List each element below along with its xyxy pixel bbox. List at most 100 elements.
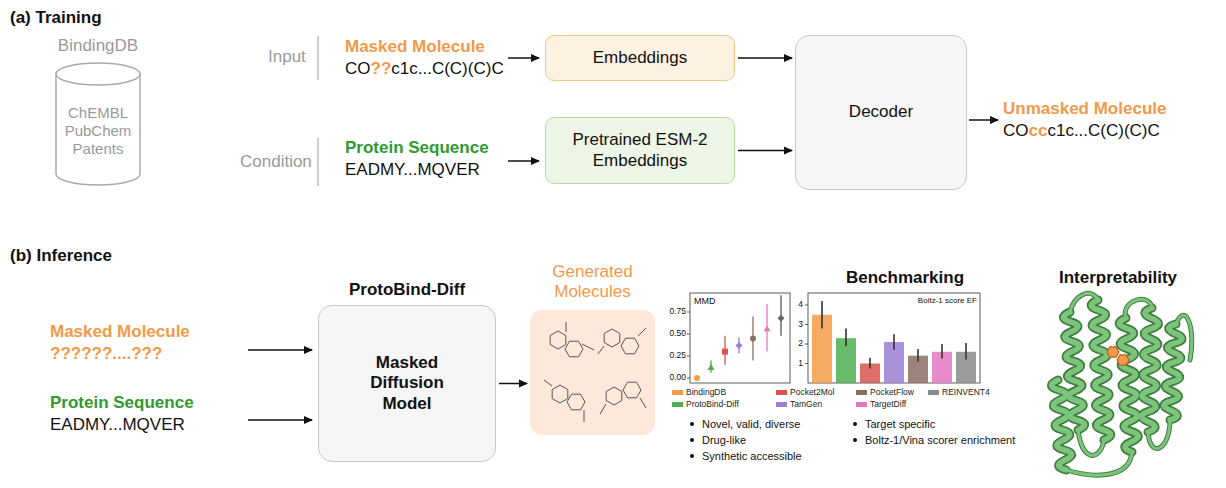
molecule-bond: [582, 344, 594, 350]
legend-item: TargetDiff: [856, 399, 906, 409]
drawing-part: [917, 349, 919, 362]
protein-loop: [1148, 420, 1170, 449]
molecule-bond: [566, 322, 567, 332]
drawing-part: [687, 312, 690, 378]
drawing-part: [687, 378, 690, 379]
smiles-part: c1c...C(C)(C)C: [1047, 121, 1159, 140]
legend-swatch: [856, 402, 867, 407]
legend-swatch: [776, 402, 787, 407]
mmd-chart: [687, 293, 790, 383]
protein-helix: [1119, 318, 1138, 452]
ligand: [1107, 347, 1119, 357]
legend-item: PocketFlow: [856, 387, 914, 397]
label: EADMY...MQVER: [345, 160, 480, 180]
bullet-text: Boltz-1/Vina scorer enrichment: [865, 434, 1015, 446]
protein-illustration: [1051, 293, 1191, 475]
node-label: Masked Diffusion Model: [347, 353, 467, 414]
drawing-part: [750, 335, 756, 341]
label: 2: [798, 339, 803, 349]
drawing-part: [736, 342, 743, 349]
smiles-part: c1c...C(C)(C)C: [391, 59, 503, 78]
legend-text: REINVENT4: [942, 387, 990, 397]
bullet-dot: [690, 454, 694, 458]
protein-loop: [1066, 452, 1132, 475]
drawing-part: [708, 364, 715, 370]
node-heading: ProtoBind-Diff: [349, 280, 465, 300]
smiles-part: CO: [1003, 121, 1029, 140]
molecule-ring: [604, 329, 620, 347]
label: Benchmarking: [846, 268, 964, 288]
legend-text: PocketFlow: [870, 387, 914, 397]
node-label: Pretrained ESM-2 Embeddings: [555, 130, 725, 171]
protein-helix: [1051, 380, 1071, 470]
legend-swatch: [672, 390, 683, 395]
smiles-part: ??: [371, 59, 392, 78]
legend-swatch: [672, 402, 683, 407]
protein-loop: [1078, 430, 1104, 455]
label: Masked Molecule: [345, 37, 485, 57]
label: 0.75: [669, 307, 686, 317]
label: (a) Training: [10, 8, 102, 28]
node-label: ChEMBL PubChem Patents: [63, 104, 133, 158]
drawing-part: [687, 334, 690, 335]
label: Interpretability: [1059, 268, 1177, 288]
drawing-part: [687, 312, 690, 313]
drawing-part: [805, 344, 808, 345]
ligand: [1117, 355, 1129, 365]
label: Protein Sequence: [345, 138, 489, 158]
bullet-item: Drug-like: [690, 434, 746, 446]
molecule-ring: [565, 341, 583, 357]
bullet-text: Synthetic accessible: [702, 450, 802, 462]
smiles-string: CO??c1c...C(C)(C)C: [345, 59, 504, 79]
protein-loop: [1066, 452, 1132, 475]
drawing-part: [941, 344, 943, 359]
legend-item: TamGen: [776, 399, 822, 409]
legend-text: TamGen: [790, 399, 822, 409]
protein-helix: [1051, 380, 1071, 470]
drawing-part: [805, 305, 808, 364]
divider-bar: [317, 138, 319, 186]
drawing-part: [805, 305, 808, 306]
node-label: Embeddings: [593, 48, 688, 68]
label: 0.00: [669, 373, 686, 383]
protein-loop: [1078, 430, 1104, 455]
legend-swatch: [856, 390, 867, 395]
protein-helix: [1164, 324, 1182, 420]
drawing-part: [822, 301, 966, 368]
process-box: ProtoBind-DiffMasked Diffusion Model: [318, 305, 496, 462]
cylinder-body: [56, 74, 140, 185]
bullet-dot: [853, 422, 857, 426]
drawing-part: [778, 315, 785, 322]
bullet-dot: [690, 438, 694, 442]
node-label: Decoder: [849, 102, 913, 122]
drawing-part: [690, 293, 790, 383]
drawing-part: [694, 375, 700, 381]
process-box: Pretrained ESM-2 Embeddings: [545, 117, 735, 184]
molecule-bond: [584, 410, 585, 422]
database-cylinder: BindingDBChEMBL PubChem Patents: [55, 62, 141, 186]
bullet-item: Boltz-1/Vina scorer enrichment: [853, 434, 1015, 446]
bullet-item: Novel, valid, diverse: [690, 418, 800, 430]
protein-loop: [1125, 299, 1152, 318]
protein-helix: [1141, 308, 1158, 432]
ef-bar-chart: [805, 293, 980, 383]
label: 0.50: [669, 329, 686, 339]
bullet-item: Target specific: [853, 418, 935, 430]
molecule-bond: [598, 346, 604, 354]
bullet-text: Target specific: [865, 418, 935, 430]
legend-item: REINVENT4: [928, 387, 990, 397]
bullet-dot: [853, 438, 857, 442]
legend-text: BindingDB: [686, 387, 726, 397]
label: ??????....???: [50, 344, 162, 364]
protein-helix: [1119, 318, 1138, 452]
label: 0.25: [669, 351, 686, 361]
legend-text: Pocket2Mol: [790, 387, 834, 397]
drawing-part: [869, 358, 871, 369]
connector-arrow: [738, 57, 792, 59]
cylinder-top: [56, 63, 140, 85]
molecule-ring: [550, 331, 566, 349]
process-box: Generated Molecules: [530, 310, 655, 435]
node-heading: BindingDB: [58, 36, 138, 56]
label: Input: [268, 47, 306, 67]
drawing-part: [965, 343, 967, 360]
